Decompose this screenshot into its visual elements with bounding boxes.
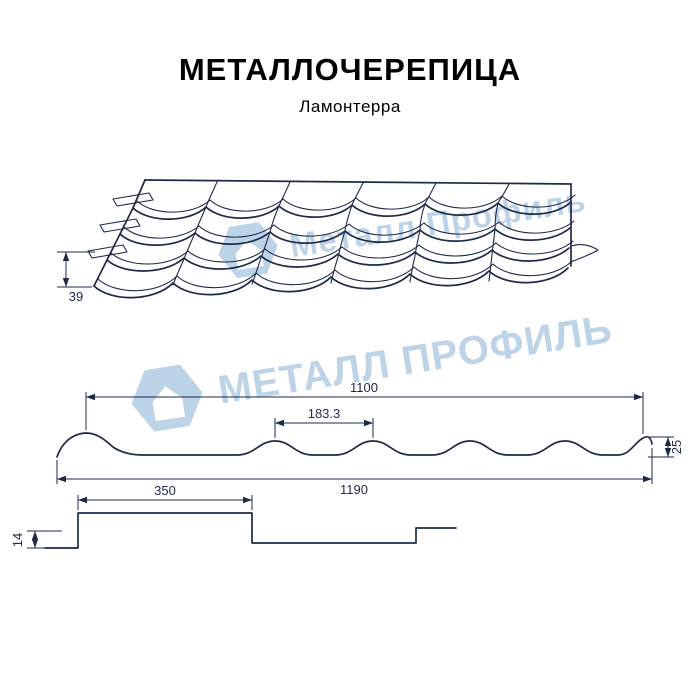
dimension-1100: 1100 <box>85 380 644 434</box>
dim-wave-pitch-label: 183.3 <box>308 406 341 421</box>
perspective-view: 39 <box>57 179 599 304</box>
dim-step-height-label: 14 <box>10 533 25 547</box>
tile-row-2-step <box>123 220 575 239</box>
dim-cover-width-label: 1100 <box>350 380 378 395</box>
dim-module-length-label: 350 <box>154 483 176 498</box>
left-edge-steps <box>87 192 154 259</box>
dimension-183-3: 183.3 <box>274 406 374 438</box>
metall-profil-logo-icon <box>218 222 278 279</box>
sheet-top-edge <box>144 179 572 185</box>
page-subtitle: Ламонтерра <box>299 97 401 116</box>
cross-section-profile: 1100 183.3 25 1190 <box>56 380 684 497</box>
right-section-tail <box>570 244 599 263</box>
dimension-350: 350 <box>77 483 253 510</box>
profile-curve <box>56 432 653 458</box>
metall-profil-logo-icon <box>131 364 203 432</box>
tile-row-3-step <box>110 240 574 265</box>
dim-overall-width-label: 1190 <box>340 482 368 497</box>
dimension-1190: 1190 <box>56 448 653 497</box>
watermark-lower: МЕТАЛЛ ПРОФИЛЬ <box>131 307 615 432</box>
step-profile-curve <box>44 512 457 549</box>
page-title: МЕТАЛЛОЧЕРЕПИЦА <box>178 52 522 87</box>
dimension-39: 39 <box>57 251 95 304</box>
sheet-left-edge <box>93 179 146 287</box>
watermark-upper-text: Металл Профиль <box>287 181 589 264</box>
sheet-front-edge <box>93 267 569 299</box>
dimension-25: 25 <box>648 436 684 458</box>
dim-profile-height-label: 25 <box>669 440 684 454</box>
watermark-upper: Металл Профиль <box>218 181 589 279</box>
dim-front-height-label: 39 <box>69 289 83 304</box>
longitudinal-profile: 350 14 <box>10 483 457 549</box>
dimension-14: 14 <box>10 530 62 549</box>
wave-trough-lines <box>172 181 510 286</box>
